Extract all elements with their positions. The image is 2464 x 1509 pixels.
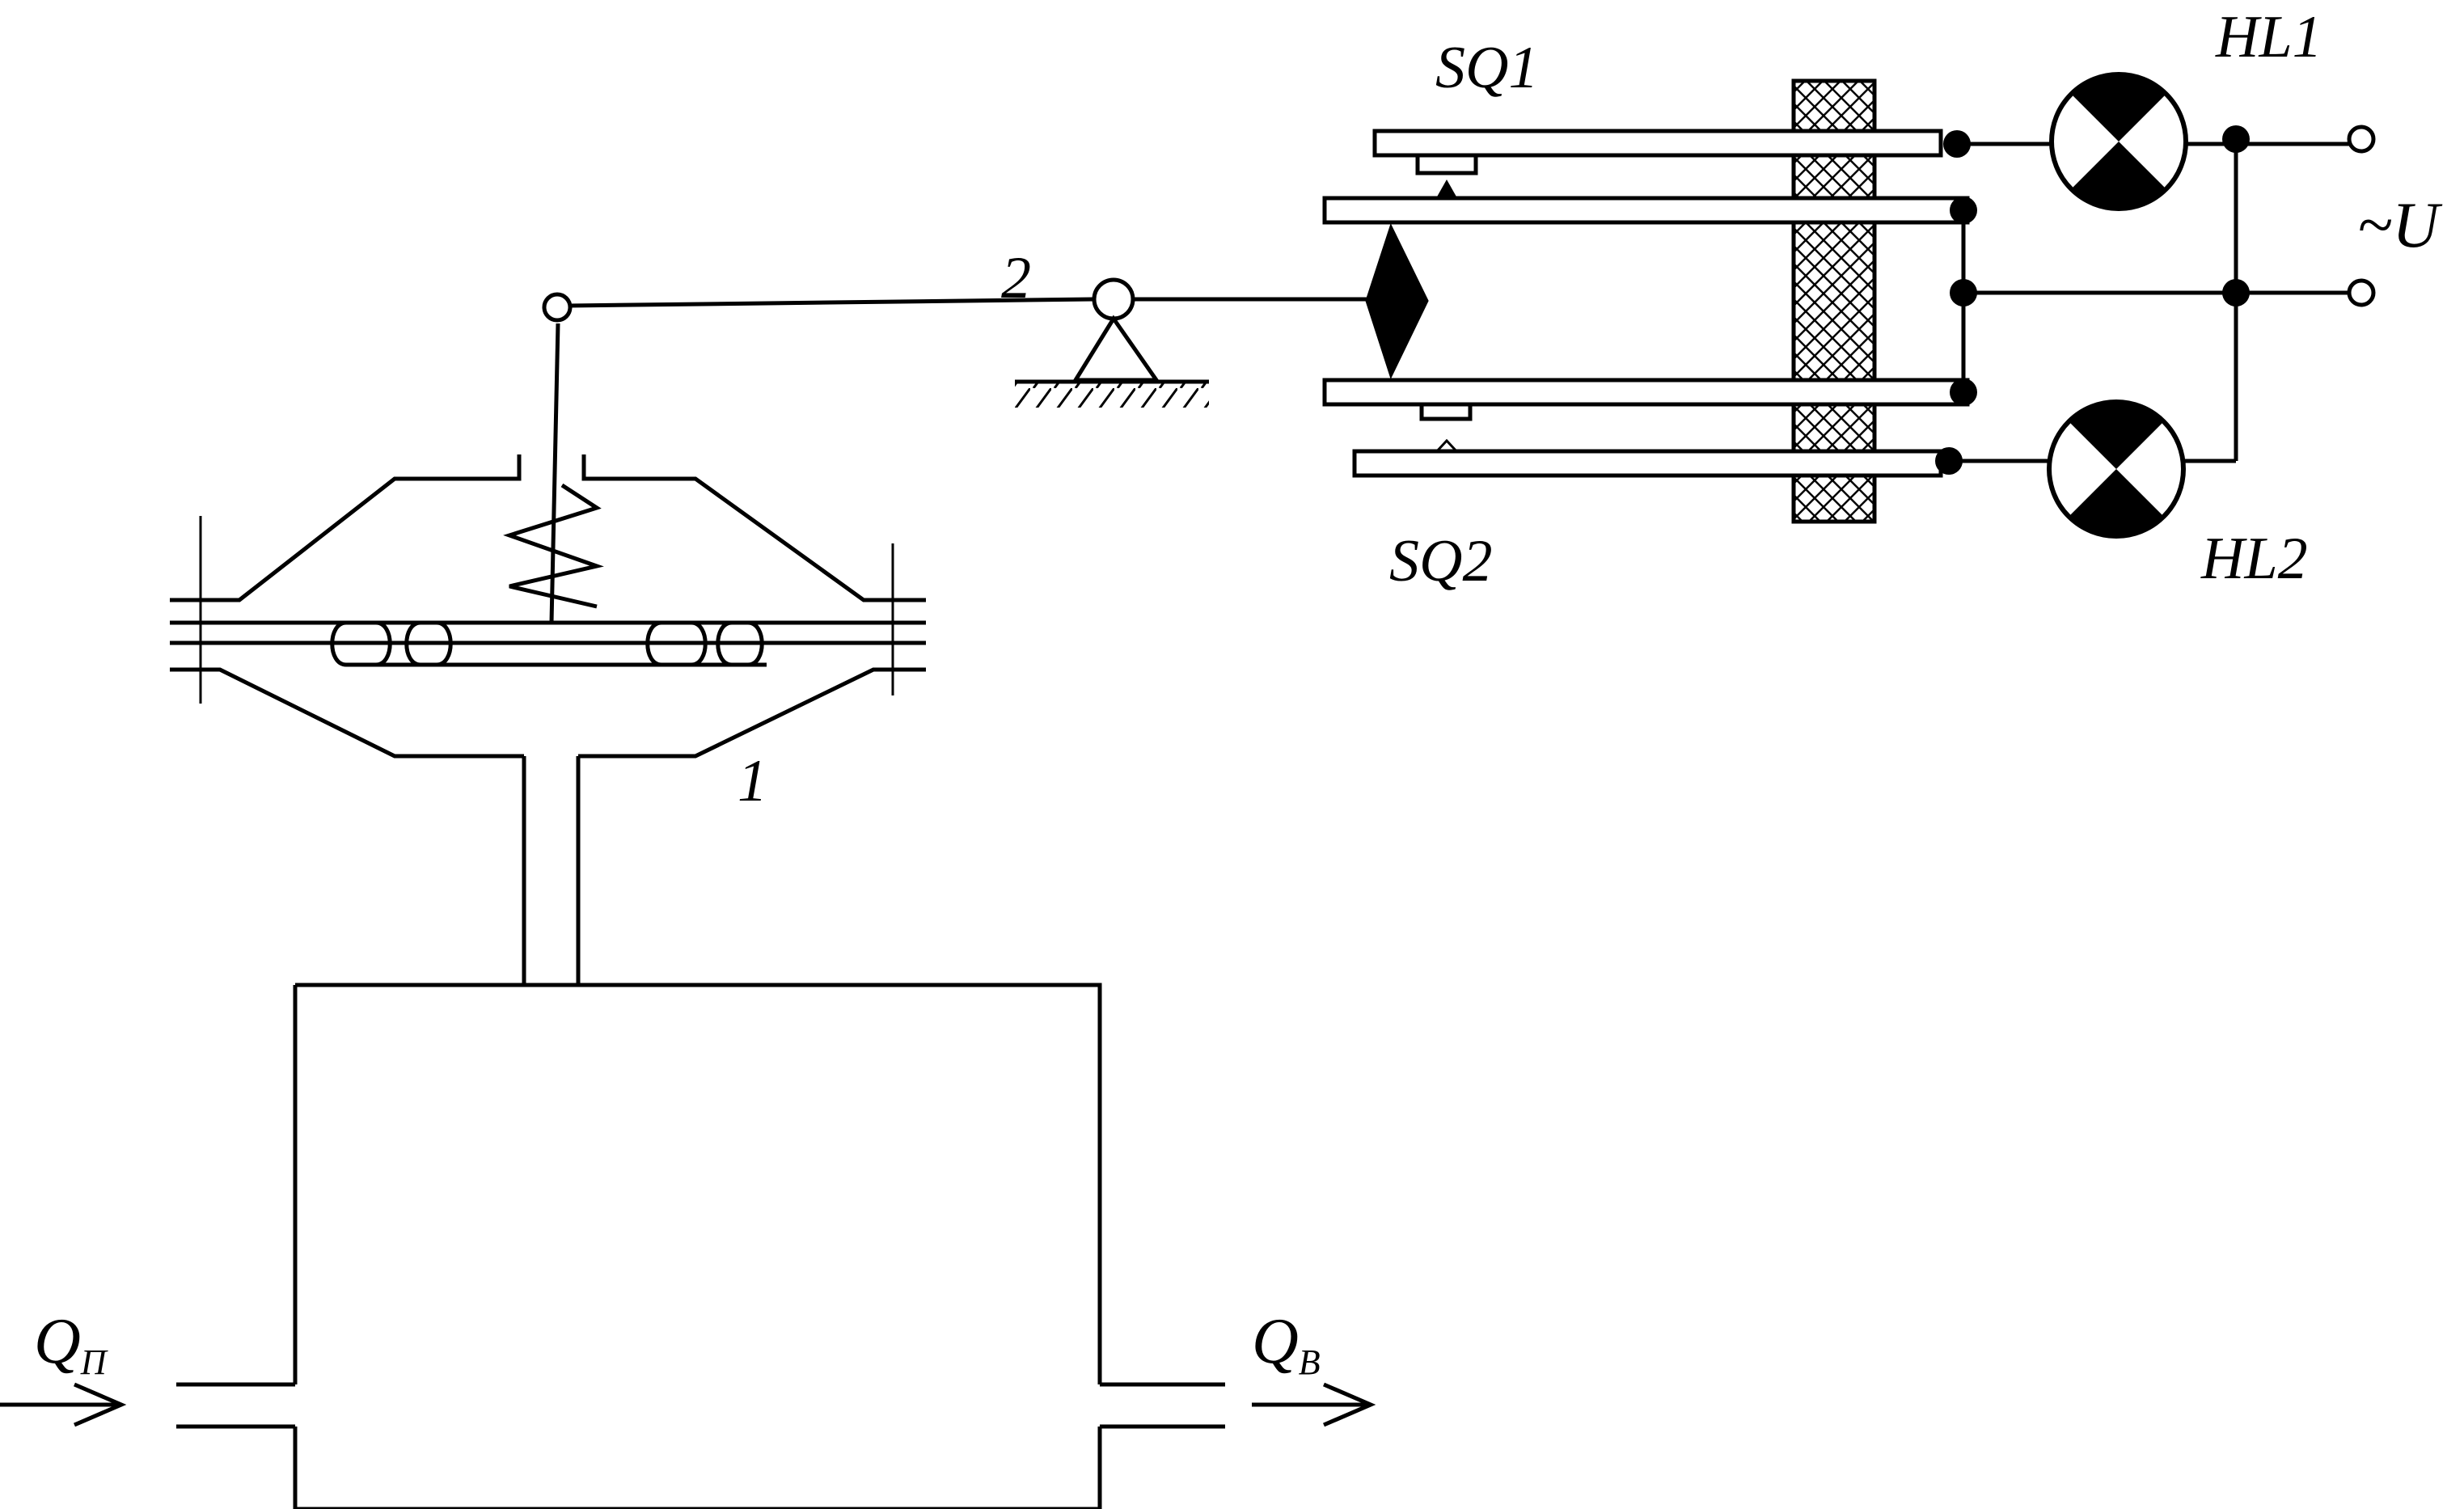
outflow-arrow-icon xyxy=(1252,1382,1376,1427)
sq1-contact-pad xyxy=(1415,153,1478,175)
terminal-bottom xyxy=(2347,278,2376,307)
lever xyxy=(542,292,1367,323)
pivot-hinge-icon xyxy=(1092,277,1135,321)
label-flow-in: QП xyxy=(34,1306,108,1382)
label-hl2: HL2 xyxy=(2200,526,2308,592)
label-hl1: HL1 xyxy=(2215,4,2322,70)
lamp-hl2-icon xyxy=(2047,399,2186,539)
cam-actuator xyxy=(1365,223,1429,380)
inflow-arrow-icon xyxy=(0,1382,127,1427)
tank xyxy=(293,983,1102,1509)
label-voltage: ~U xyxy=(2357,190,2443,261)
sq2-contact-pad xyxy=(1419,402,1473,421)
terminal-top xyxy=(2347,125,2376,154)
wiring xyxy=(1935,125,2376,475)
rod-joint xyxy=(542,292,573,323)
connecting-tube xyxy=(522,756,581,985)
outlet-pipe xyxy=(1100,1382,1225,1429)
pivot-support xyxy=(1015,277,1209,408)
limit-switch-block xyxy=(1322,78,1970,524)
label-flow-out: QВ xyxy=(1252,1306,1321,1382)
lamp-hl1-icon xyxy=(2049,72,2188,211)
sq1-moving-strip xyxy=(1322,196,1970,225)
inlet-pipe xyxy=(176,1382,295,1429)
label-lever: 2 xyxy=(1001,245,1031,311)
label-sensor: 1 xyxy=(738,748,767,814)
diaphragm-sensor xyxy=(170,323,926,759)
sq1-contact-strip xyxy=(1372,129,1943,158)
label-sq2: SQ2 xyxy=(1389,528,1492,594)
sq2-contact-strip xyxy=(1352,449,1943,478)
sq2-moving-strip xyxy=(1322,378,1970,407)
label-sq1: SQ1 xyxy=(1435,35,1538,101)
